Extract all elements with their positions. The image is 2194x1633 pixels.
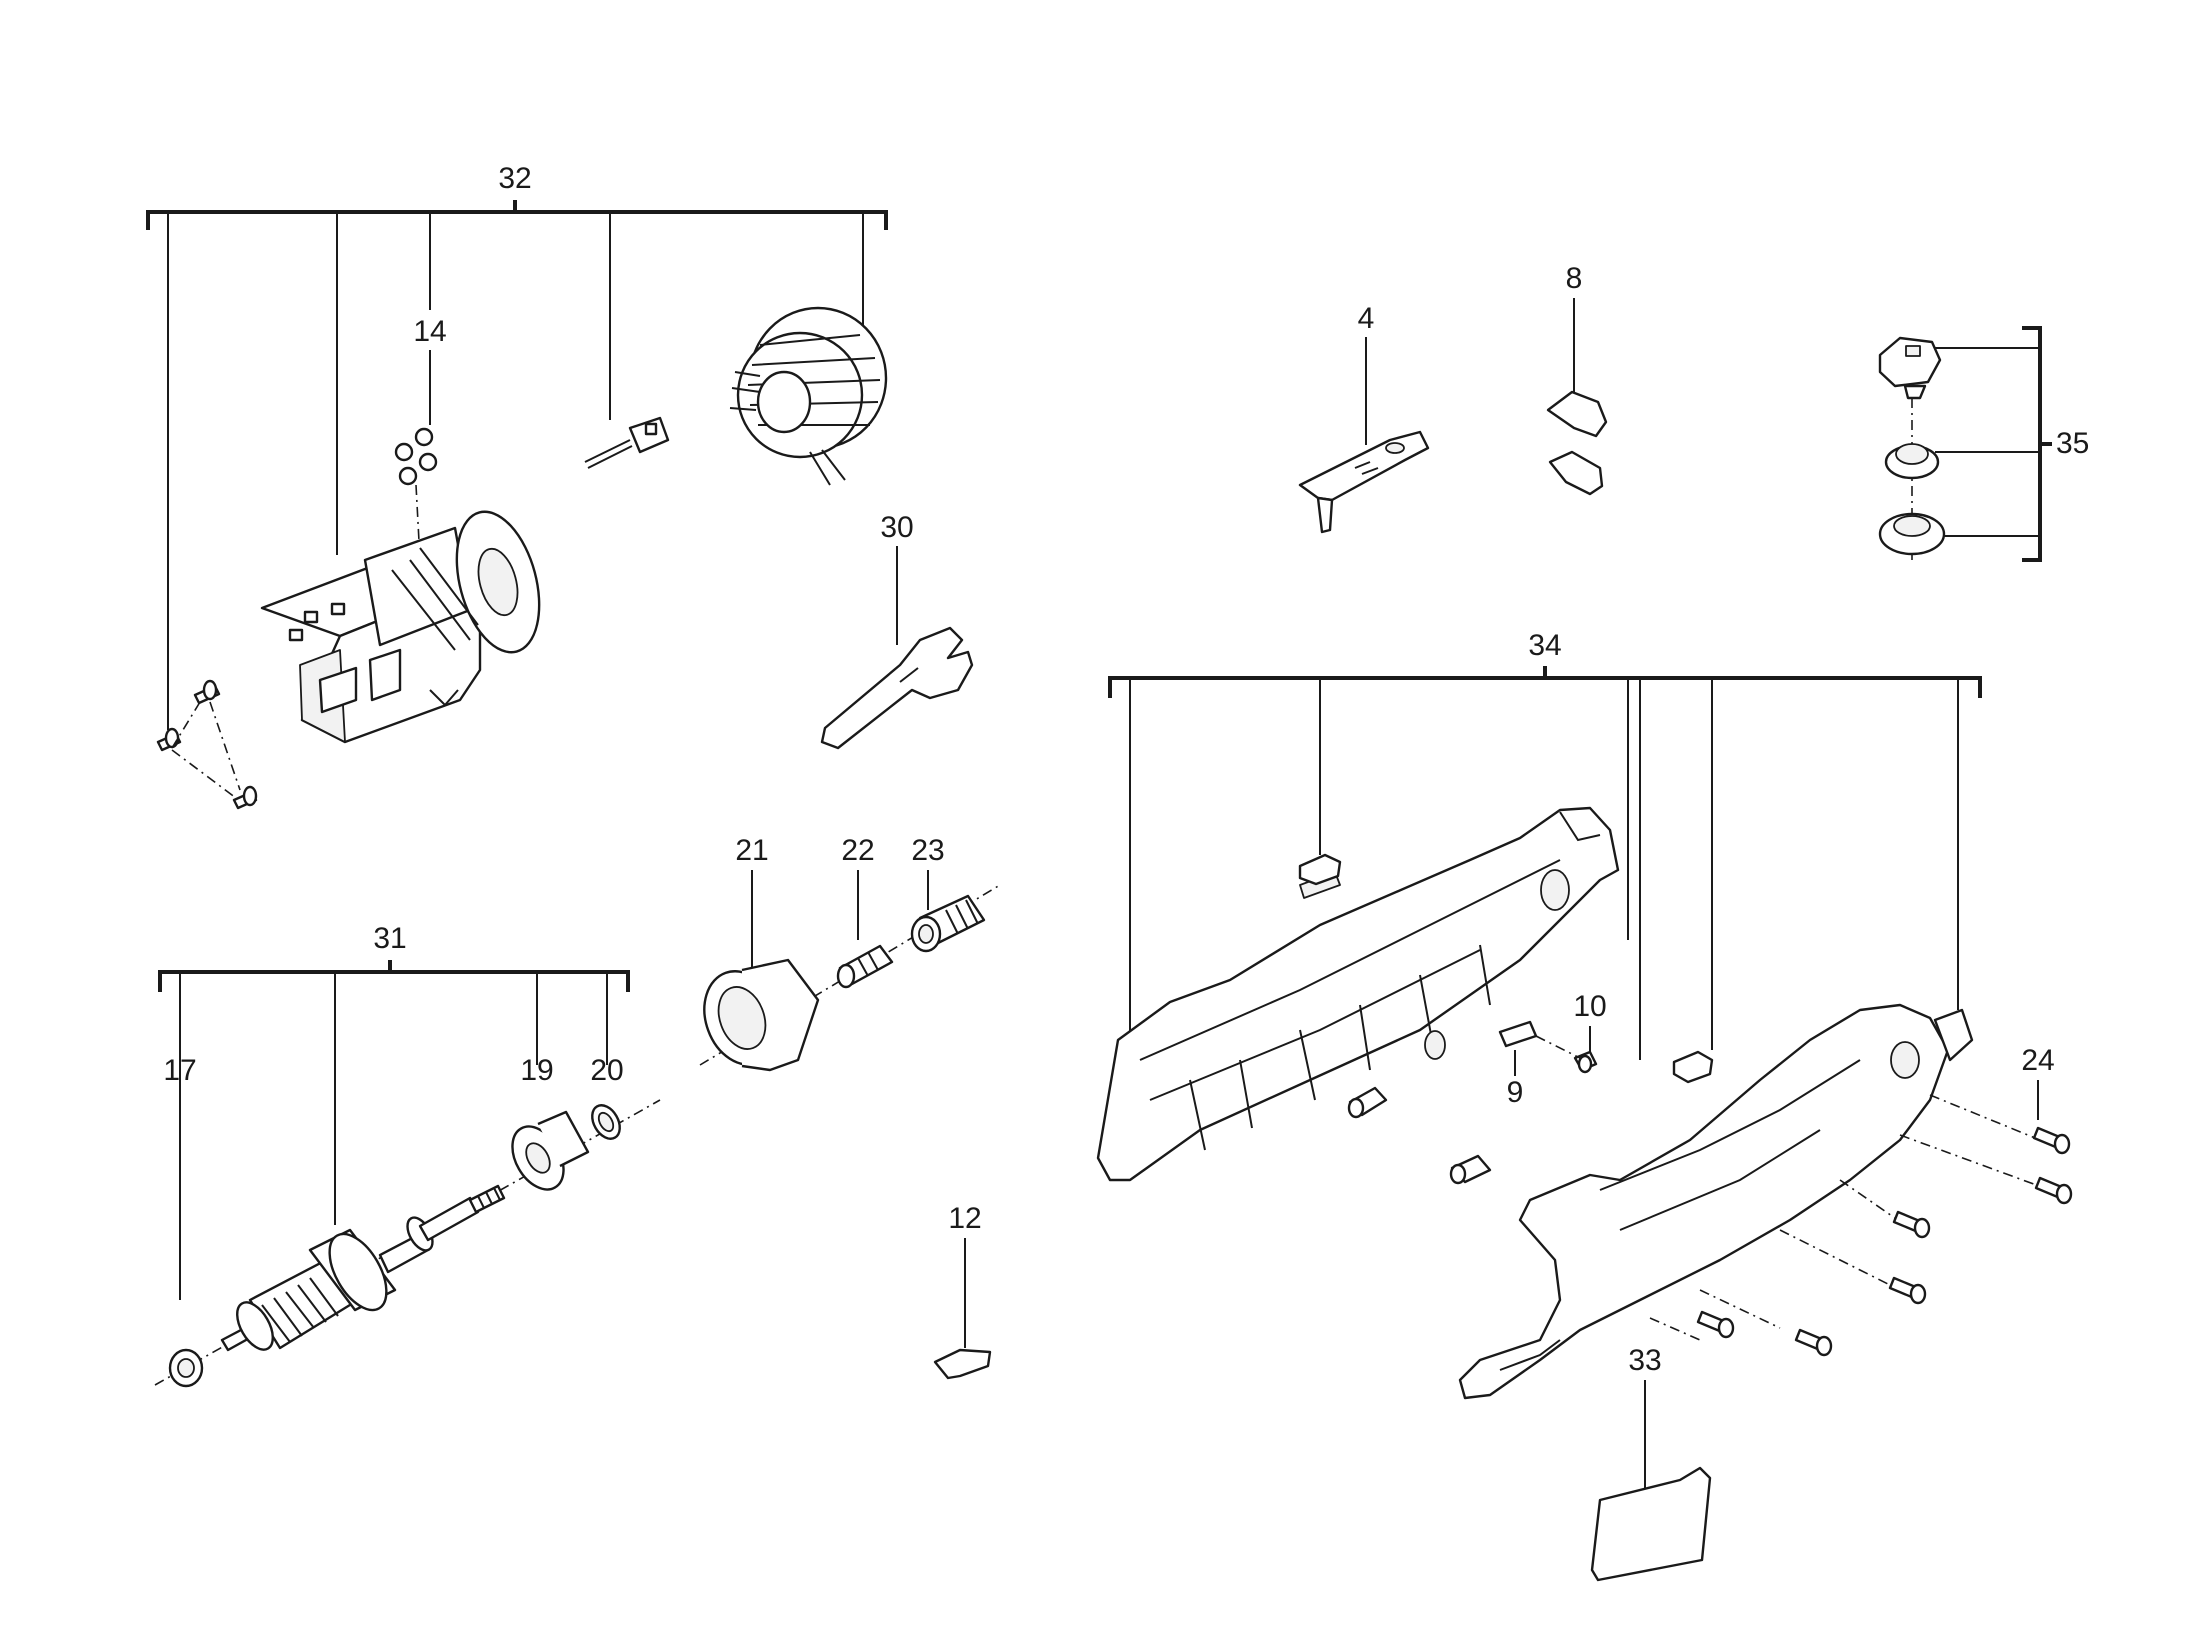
part-19-ball-bearing	[511, 1110, 590, 1191]
housing-pin-lower	[1449, 1154, 1492, 1185]
callout-35: 35	[2056, 427, 2089, 460]
axis-14	[415, 484, 421, 561]
callout-10: 10	[1573, 990, 1606, 1023]
callout-32: 32	[498, 162, 531, 195]
callout-30: 30	[880, 511, 913, 544]
part-35-washer	[1878, 512, 1946, 556]
stator-winding	[729, 306, 888, 486]
connector-lead	[584, 416, 670, 469]
callout-24: 24	[2021, 1044, 2054, 1077]
part-23-collet-nut	[910, 894, 986, 953]
part-21-collar	[703, 958, 820, 1072]
callout-20: 20	[590, 1054, 623, 1087]
part-4-switch-slider: 4	[1298, 302, 1430, 534]
part-33-label: 33	[1590, 1344, 1712, 1582]
housing-pin-upper	[1347, 1086, 1388, 1119]
part-17-bearing	[168, 1348, 204, 1388]
group-32: 32 14	[146, 162, 888, 810]
bracket-31	[158, 960, 630, 992]
part-8-button: 8	[1546, 262, 1608, 496]
housing-half-left	[1096, 806, 1620, 1182]
bracket-32	[146, 200, 888, 230]
callout-12: 12	[948, 1202, 981, 1235]
parts-21-22-23: 21 22 23	[699, 834, 1001, 1072]
part-35-knob	[1878, 336, 1942, 400]
part-30-wrench: 30	[820, 511, 974, 750]
callout-8: 8	[1566, 262, 1583, 295]
part-12-clip: 12	[933, 1202, 992, 1380]
screws-group-32	[156, 679, 258, 810]
callout-31: 31	[373, 922, 406, 955]
callout-17: 17	[163, 1054, 196, 1087]
o-rings-part-14	[394, 427, 438, 486]
callout-4: 4	[1358, 302, 1375, 335]
group-31: 31 17 19 20	[154, 922, 661, 1388]
callout-33: 33	[1628, 1344, 1661, 1377]
part-20-retaining-ring	[591, 1104, 621, 1140]
housing-clip-lower	[1672, 1050, 1714, 1084]
electronics-board-assembly	[260, 510, 541, 744]
armature-shaft	[220, 1184, 506, 1352]
part-22-collet	[836, 944, 894, 989]
callout-14: 14	[413, 315, 446, 348]
callout-22: 22	[841, 834, 874, 867]
group-34: 34	[1096, 629, 2073, 1400]
parts-9-10: 10 9	[1498, 990, 1607, 1109]
group-35: 35	[1878, 326, 2089, 562]
callout-19: 19	[520, 1054, 553, 1087]
callout-9: 9	[1507, 1076, 1524, 1109]
housing-screws	[1649, 1094, 2073, 1357]
callout-21: 21	[735, 834, 768, 867]
callout-34: 34	[1528, 629, 1561, 662]
callout-23: 23	[911, 834, 944, 867]
housing-clip-upper	[1298, 853, 1342, 886]
bracket-34	[1108, 666, 1982, 698]
part-35-bushing	[1884, 443, 1940, 480]
bracket-35	[2022, 326, 2052, 562]
housing-half-right	[1458, 1003, 1974, 1400]
